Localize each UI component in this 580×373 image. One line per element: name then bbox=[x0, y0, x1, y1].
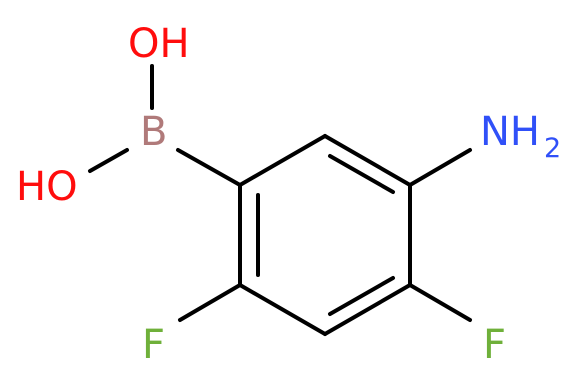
boron-label: B bbox=[140, 109, 167, 155]
bond-c4-fluorine bbox=[408, 283, 472, 322]
bonds bbox=[88, 64, 472, 336]
bond-boron-oh-left bbox=[88, 148, 129, 173]
hydroxyl-top-label: OH bbox=[128, 21, 190, 67]
bond-c3-amine bbox=[408, 148, 472, 187]
fluorine-left-label: F bbox=[142, 322, 165, 368]
hydroxyl-left-label: HO bbox=[16, 164, 78, 210]
ring-bond-c4-c5 bbox=[323, 283, 412, 336]
amine-label: NH 2 bbox=[480, 109, 561, 164]
amine-label-main: NH bbox=[480, 109, 540, 155]
double-bond-inner-c2-c3 bbox=[328, 154, 395, 194]
ring-bond-c5-c6 bbox=[238, 283, 327, 336]
amine-label-subscript: 2 bbox=[544, 133, 561, 164]
bond-c6-fluorine bbox=[178, 283, 242, 322]
bond-c1-boron bbox=[176, 148, 242, 187]
ring-bond-c1-c2 bbox=[238, 134, 327, 187]
ring-bond-c2-c3 bbox=[323, 134, 412, 187]
fluorine-right-label: F bbox=[483, 322, 506, 368]
double-bond-inner-c4-c5 bbox=[328, 276, 395, 316]
